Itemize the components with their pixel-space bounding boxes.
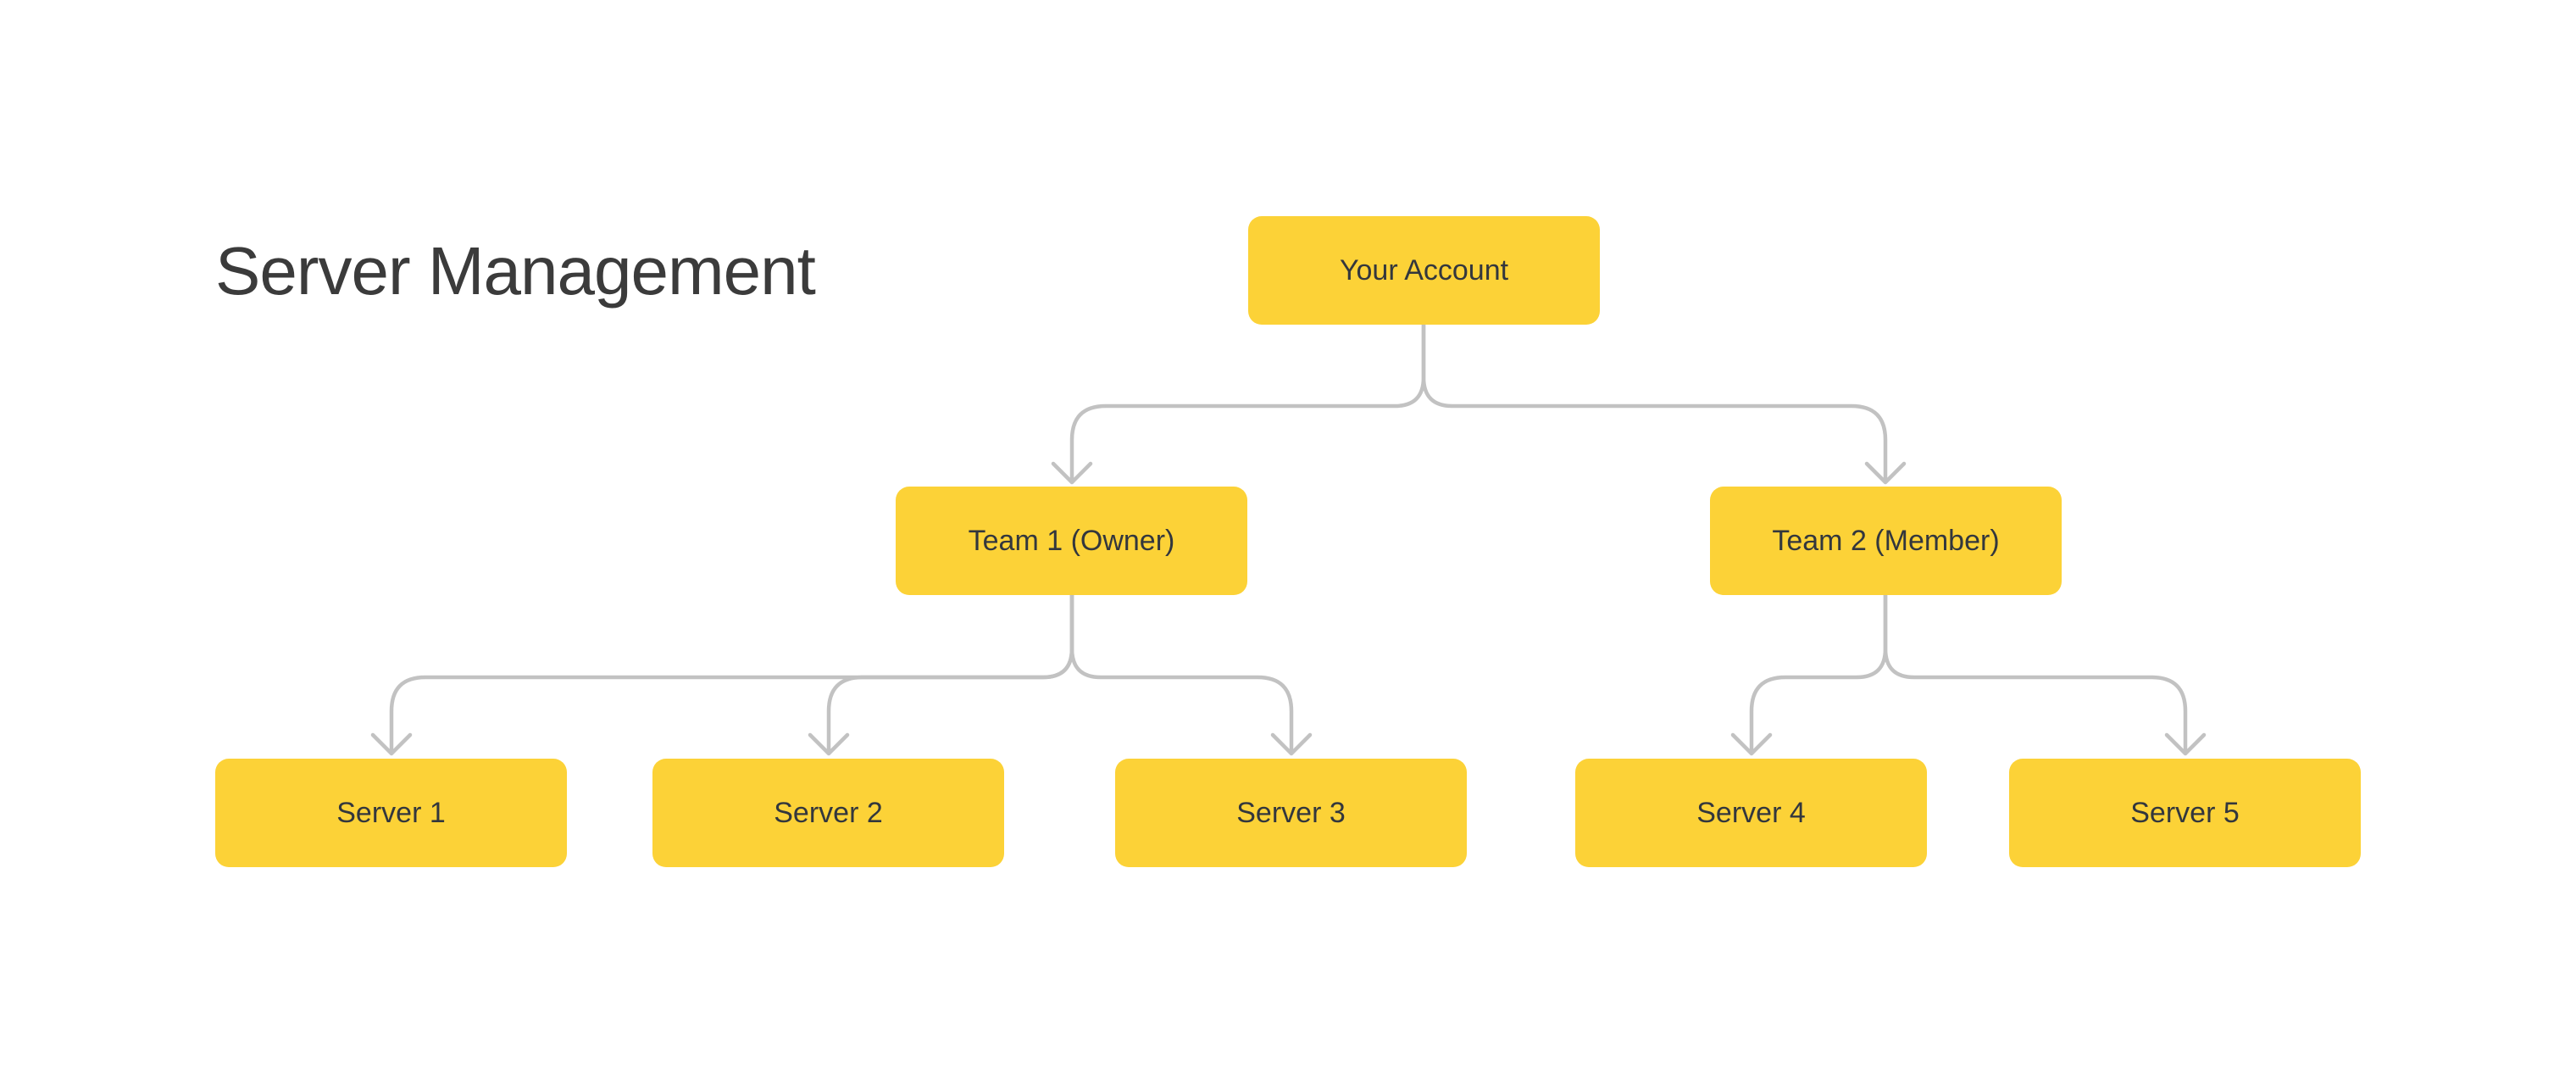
- node-server-3-label: Server 3: [1236, 796, 1346, 829]
- node-server-1-label: Server 1: [336, 796, 446, 829]
- page-title: Server Management: [215, 233, 816, 309]
- node-server-2: Server 2: [652, 759, 1004, 867]
- node-your-account: Your Account: [1248, 216, 1600, 325]
- edge-team1-server2: [808, 593, 1074, 756]
- node-server-4-label: Server 4: [1696, 796, 1806, 829]
- node-team-2-member: Team 2 (Member): [1710, 487, 2062, 595]
- edge-account-team1: [1051, 322, 1426, 485]
- edge-team2-server5: [1883, 593, 2207, 756]
- node-server-1: Server 1: [215, 759, 567, 867]
- node-server-2-label: Server 2: [774, 796, 883, 829]
- edge-account-team2: [1421, 322, 1907, 485]
- node-server-5-label: Server 5: [2130, 796, 2240, 829]
- node-server-5: Server 5: [2009, 759, 2361, 867]
- node-team-1-owner-label: Team 1 (Owner): [968, 524, 1175, 557]
- node-server-4: Server 4: [1575, 759, 1927, 867]
- edge-team1-server1: [370, 593, 1074, 756]
- node-team-2-member-label: Team 2 (Member): [1772, 524, 2000, 557]
- node-server-3: Server 3: [1115, 759, 1467, 867]
- edge-team2-server4: [1730, 593, 1888, 756]
- node-your-account-label: Your Account: [1339, 253, 1509, 287]
- node-team-1-owner: Team 1 (Owner): [896, 487, 1247, 595]
- edge-team1-server3: [1069, 593, 1313, 756]
